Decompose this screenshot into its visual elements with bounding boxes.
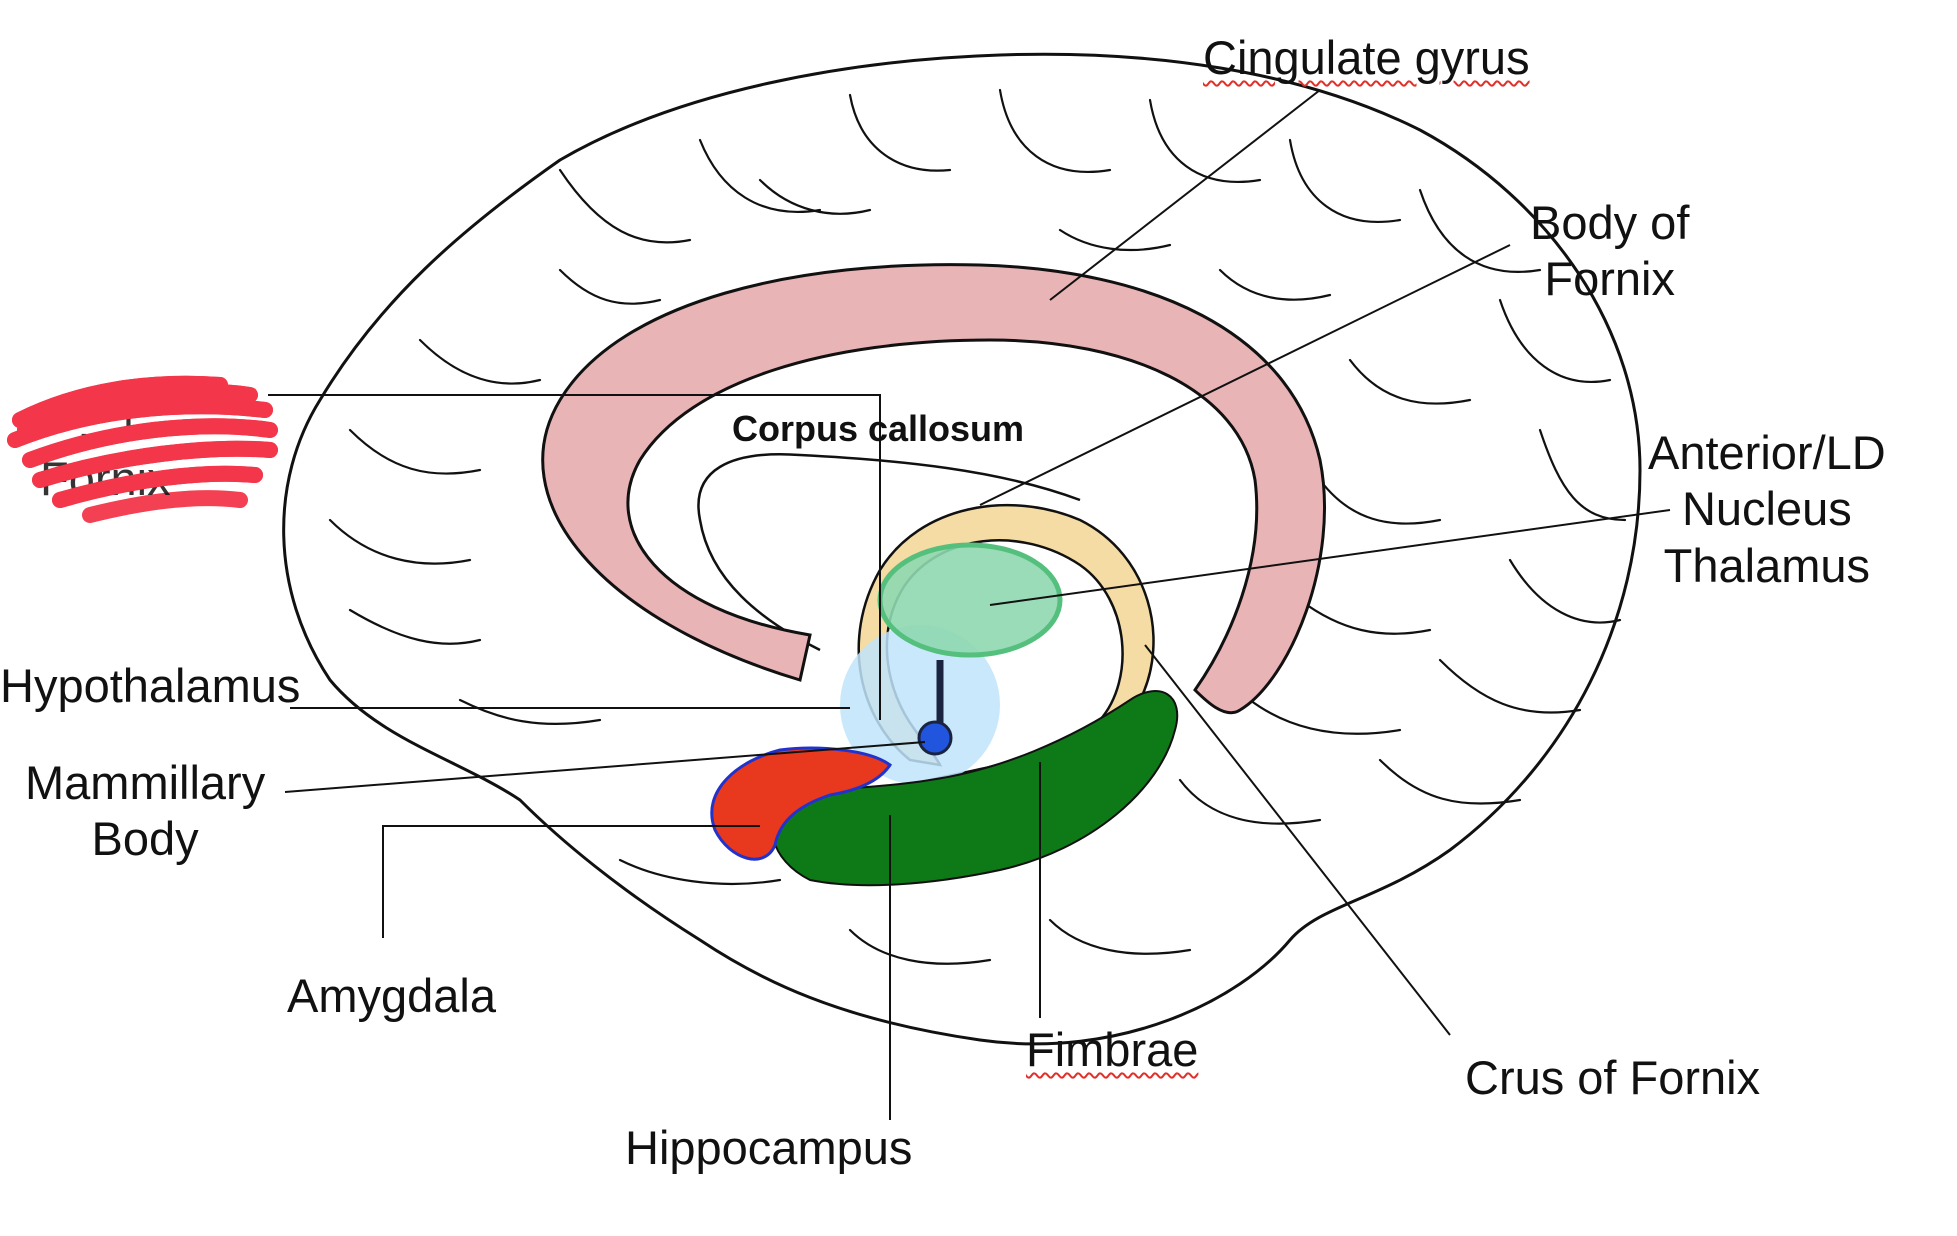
cingulate-gyrus xyxy=(541,263,1326,714)
label-fimbrae: Fimbrae xyxy=(1026,1023,1199,1076)
redaction-overlay xyxy=(7,375,278,508)
label-hypothalamus: Hypothalamus xyxy=(0,659,301,712)
label-anterior-ld-nucleus-thalamus: Anterior/LD Nucleus Thalamus xyxy=(1648,426,1886,592)
label-amygdala: Amygdala xyxy=(287,969,496,1022)
leader-lines xyxy=(268,89,1671,1120)
label-corpus-callosum: Corpus callosum xyxy=(732,408,1025,449)
brain-sulci xyxy=(328,88,1627,965)
label-hippocampus: Hippocampus xyxy=(625,1121,913,1174)
label-mammillary-body: Mammillary Body xyxy=(25,756,266,866)
mammillary-body xyxy=(917,720,953,756)
label-cingulate-gyrus: Cingulate gyrus xyxy=(1203,31,1530,84)
inner-contour xyxy=(697,453,1081,652)
label-body-of-fornix: Body of Fornix xyxy=(1530,196,1690,306)
label-crus-of-fornix: Crus of Fornix xyxy=(1465,1051,1761,1104)
amygdala xyxy=(710,746,893,861)
